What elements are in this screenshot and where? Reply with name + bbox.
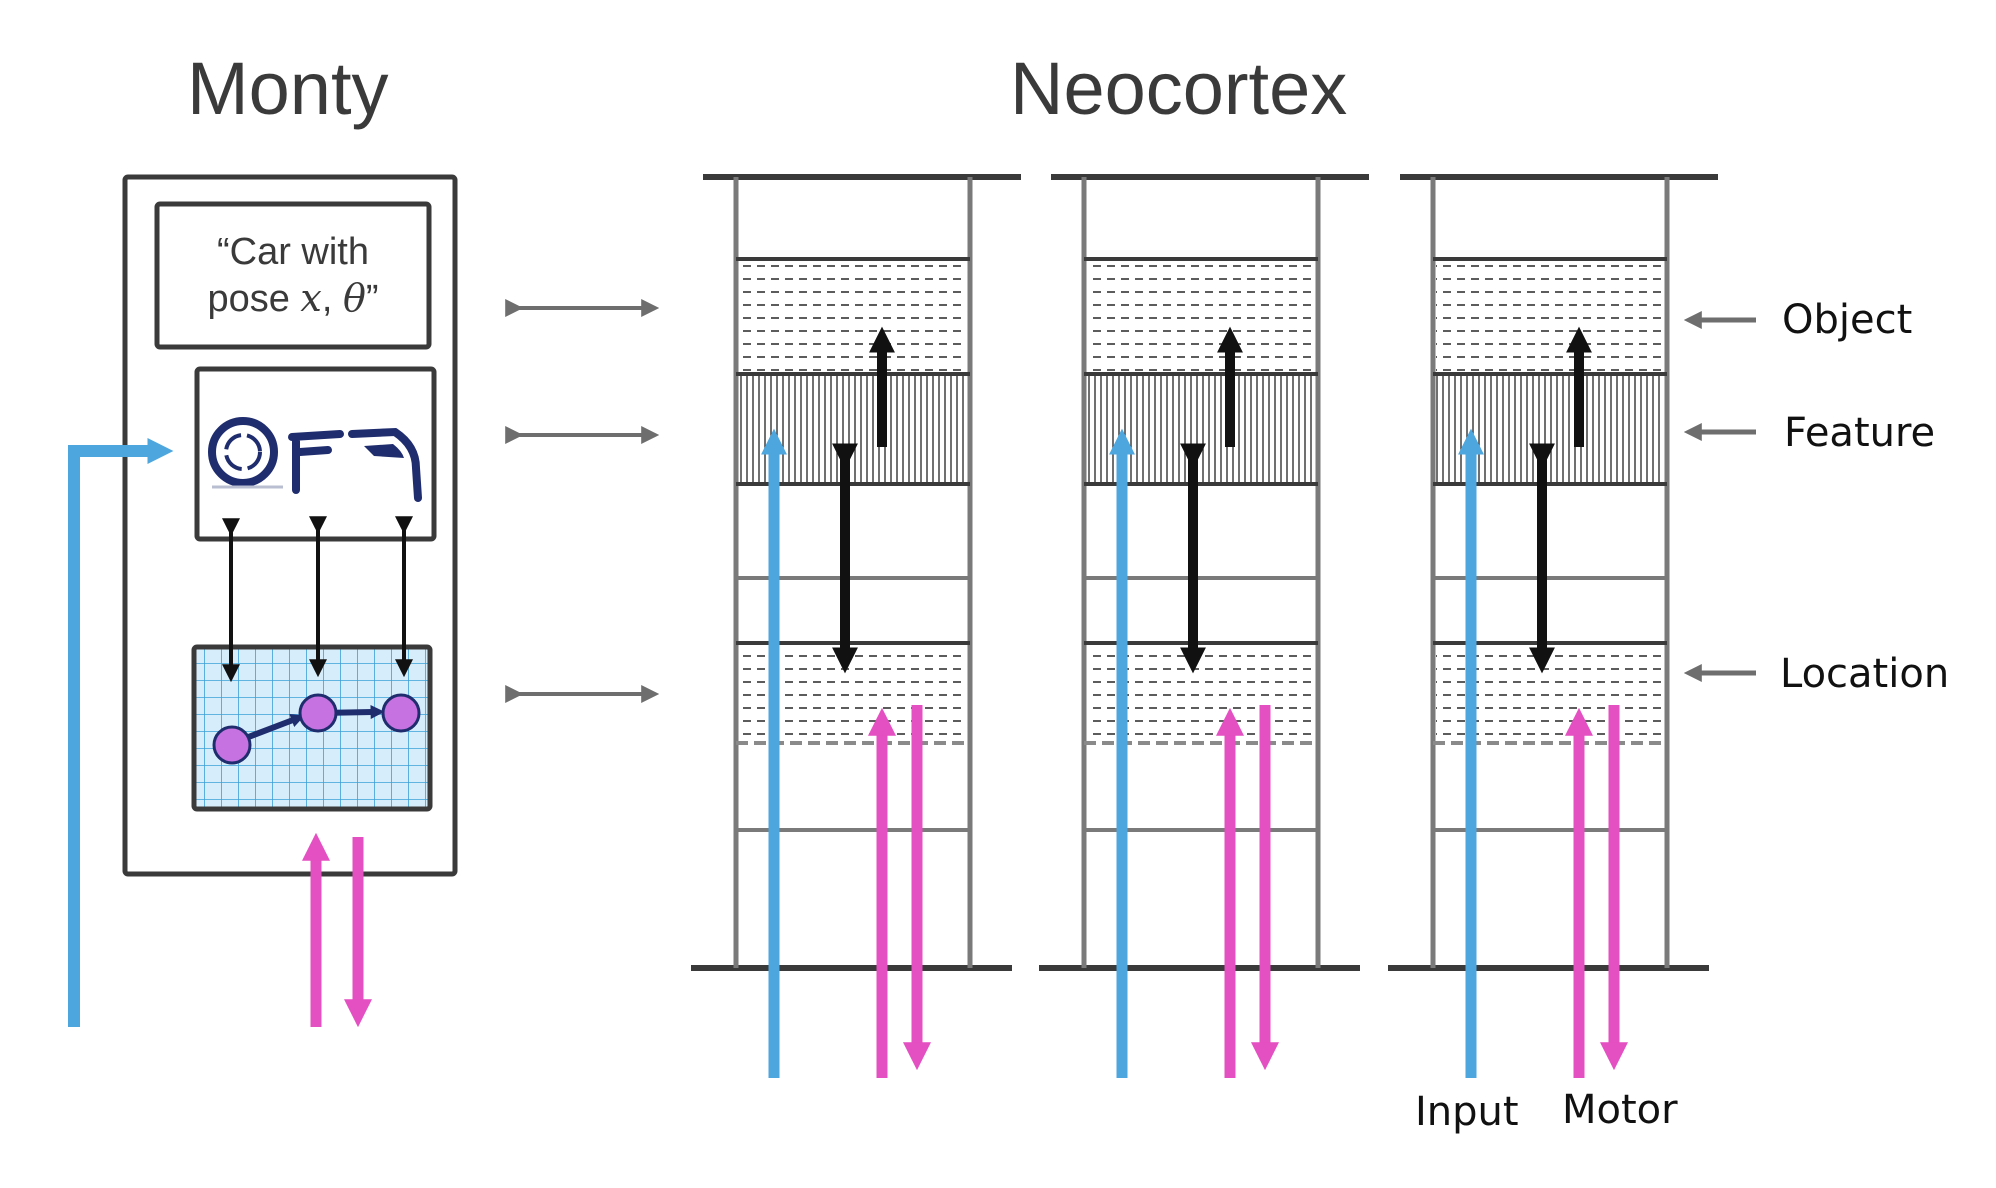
layer-label-location: Location [1780, 651, 1950, 697]
pose-x-symbol: x [300, 275, 322, 320]
monty-input-arrow [68, 438, 174, 1027]
monty-object-label: “Car with pose x, θ” [158, 230, 428, 322]
monty-learning-module [68, 174, 458, 1028]
location-node-icon [381, 693, 421, 733]
monty-object-box [154, 201, 432, 350]
column-2-object-layer [1087, 259, 1315, 374]
correspondence-arrows [505, 299, 660, 703]
column-1-object-layer [739, 259, 967, 374]
layer-label-feature: Feature [1784, 410, 1936, 456]
motor-label: Motor [1562, 1087, 1678, 1133]
layer-label-object: Object [1782, 297, 1913, 343]
car-part-icon [288, 430, 344, 494]
car-wheel-icon [208, 417, 283, 489]
location-node-icon [298, 693, 338, 733]
monty-title: Monty [187, 47, 389, 130]
input-label: Input [1415, 1089, 1519, 1135]
monty-feature-location-arrows [222, 516, 413, 683]
column-3-object-layer [1436, 259, 1664, 374]
car-body-icon [348, 427, 422, 502]
neocortex-title: Neocortex [1010, 47, 1348, 130]
pose-theta-symbol: θ [342, 275, 366, 320]
layer-pointer-arrows [1683, 311, 1756, 682]
object-label-line1: “Car with [216, 231, 370, 273]
location-node-icon [212, 725, 252, 765]
cortical-columns [691, 174, 1718, 1078]
object-label-line2: pose x, θ” [207, 275, 379, 320]
